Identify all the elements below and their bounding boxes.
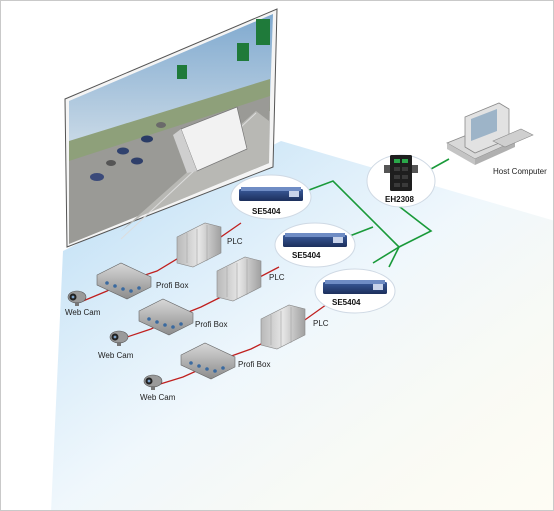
profi-box-label-2: Profi Box — [195, 320, 227, 329]
profi-box-label-1: Profi Box — [156, 281, 188, 290]
web-cam-label-1: Web Cam — [65, 308, 101, 317]
eh2308-label: EH2308 — [385, 195, 414, 204]
se5404-label-2: SE5404 — [292, 251, 321, 260]
highway-photo — [64, 8, 278, 248]
eh2308-switch: EH2308 — [366, 154, 436, 208]
profi-box-3: Profi Box — [180, 342, 270, 380]
plc-unit-2: PLC — [216, 256, 285, 302]
plc-label-3: PLC — [313, 319, 329, 328]
profi-box-label-3: Profi Box — [238, 360, 270, 369]
profi-box-1: Profi Box — [96, 262, 188, 300]
web-cam-2: Web Cam — [98, 330, 134, 360]
web-cam-1: Web Cam — [65, 290, 101, 317]
plc-unit-3: PLC — [260, 304, 329, 350]
web-cam-3: Web Cam — [140, 374, 176, 402]
se5404-label-1: SE5404 — [252, 207, 281, 216]
plc-unit-1: PLC — [176, 222, 243, 268]
host-computer: Host Computer — [446, 102, 547, 176]
web-cam-label-3: Web Cam — [140, 393, 176, 402]
se5404-label-3: SE5404 — [332, 298, 361, 307]
se5404-device-2: SE5404 — [274, 222, 356, 268]
profi-box-2: Profi Box — [138, 298, 227, 336]
plc-label-1: PLC — [227, 237, 243, 246]
host-computer-label: Host Computer — [493, 167, 547, 176]
se5404-device-1: SE5404 — [230, 174, 312, 220]
plc-label-2: PLC — [269, 273, 285, 282]
web-cam-label-2: Web Cam — [98, 351, 134, 360]
se5404-device-3: SE5404 — [314, 268, 396, 314]
